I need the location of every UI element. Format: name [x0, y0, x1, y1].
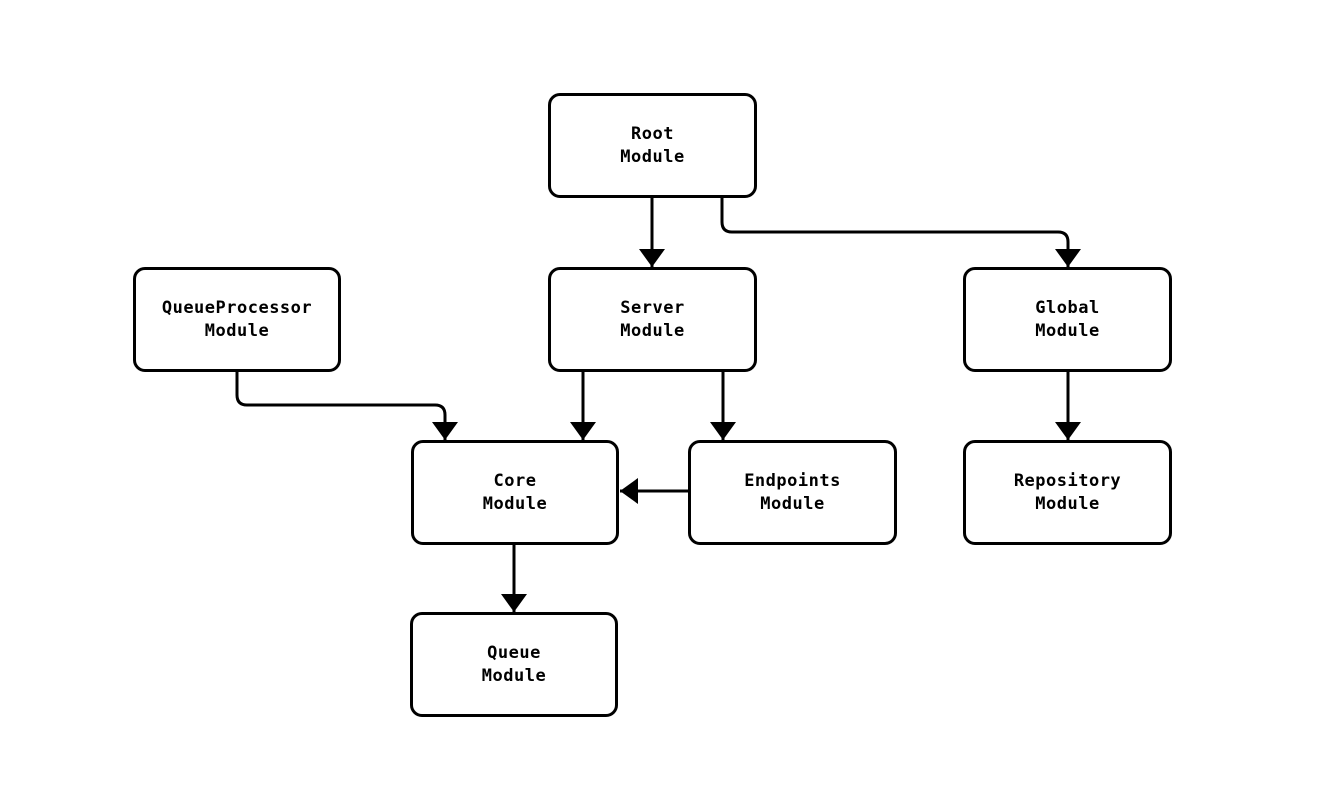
node-label-line: Module	[1035, 320, 1100, 341]
node-label-line: Server	[620, 297, 685, 318]
node-label-line: Global	[1035, 297, 1100, 318]
node-label-line: Module	[482, 493, 548, 514]
node-label-line: QueueProcessor	[161, 297, 313, 318]
node-label-line: Repository	[1013, 470, 1122, 491]
node-label-line: Queue	[487, 642, 541, 663]
node-label-line: Core	[493, 470, 537, 491]
node-label-line: Module	[760, 493, 825, 514]
edge-queueprocessor-to-core-arrow	[235, 372, 458, 440]
node-label-line: Root	[631, 123, 674, 144]
node-label-line: Module	[620, 320, 685, 341]
edge-root-to-global-arrow	[720, 198, 1081, 267]
node-label-line: Module	[204, 320, 270, 341]
node-label-line: Module	[1035, 493, 1100, 514]
node-label-line: Module	[620, 146, 685, 167]
node-label-line: Module	[481, 665, 547, 686]
node-label-line: Endpoints	[744, 470, 841, 491]
